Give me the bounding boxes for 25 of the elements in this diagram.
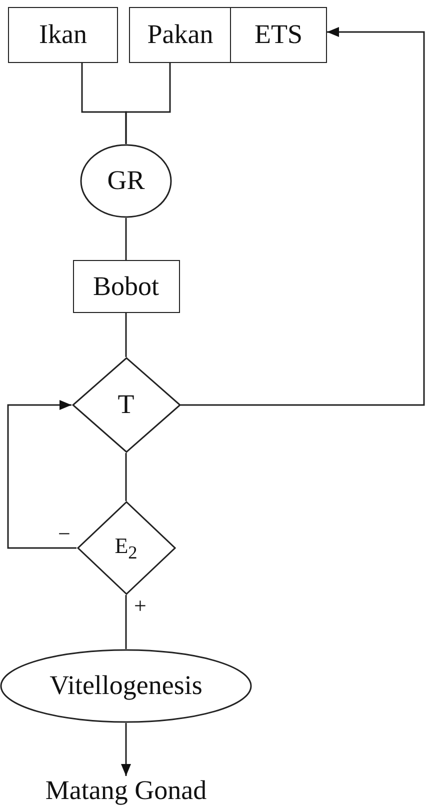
node-label: Vitellogenesis <box>50 671 202 701</box>
node-label: Pakan <box>147 20 214 50</box>
connector-line <box>125 218 127 260</box>
decision-diamond <box>76 501 176 595</box>
process-box <box>72 260 180 313</box>
process-box <box>230 7 327 63</box>
node-label: Ikan <box>39 20 87 50</box>
node-label: T <box>118 390 134 420</box>
connector-line <box>125 313 127 357</box>
connector-line <box>125 595 127 649</box>
connector-line <box>125 453 127 501</box>
decision-diamond <box>72 357 180 453</box>
connector-line <box>125 63 171 144</box>
node-label: Bobot <box>92 272 159 302</box>
arrow <box>180 27 425 406</box>
process-box <box>8 7 118 63</box>
arrow <box>121 723 131 776</box>
ellipse-node <box>80 144 172 218</box>
process-box <box>129 7 232 63</box>
output-label: Matang Gonad <box>45 776 207 804</box>
ellipse-node <box>0 649 252 723</box>
node-label: ETS <box>254 20 302 50</box>
node-label: E$_{2}$ <box>114 534 138 562</box>
arrow <box>7 400 76 549</box>
node-label: GR <box>107 166 145 196</box>
